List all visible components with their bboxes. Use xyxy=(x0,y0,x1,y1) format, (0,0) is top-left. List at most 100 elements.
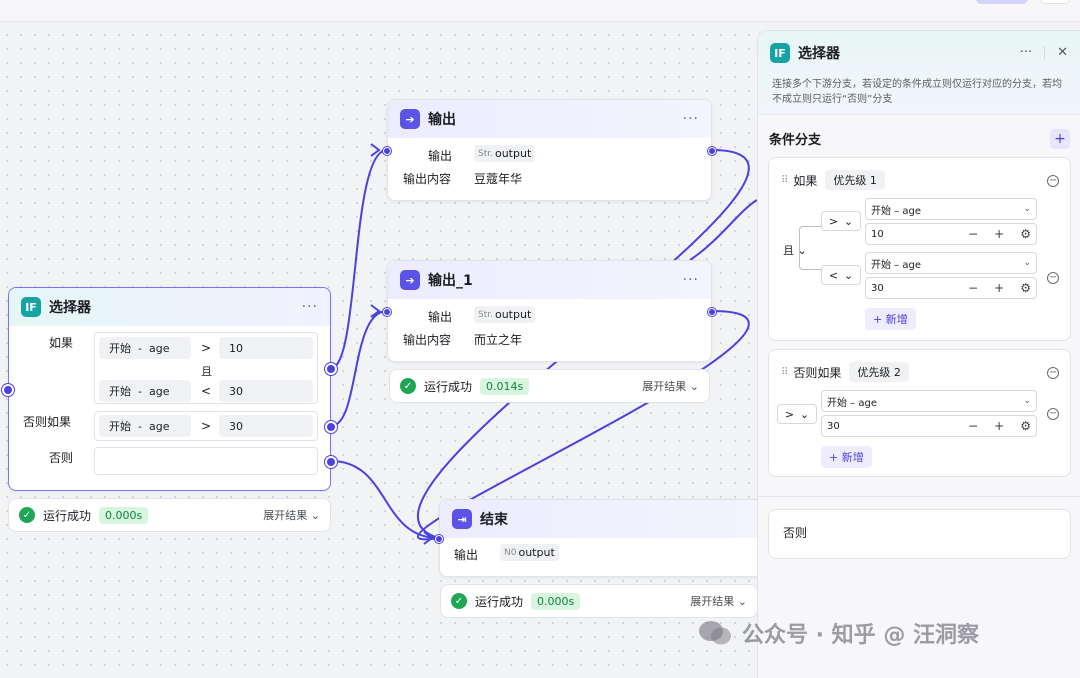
chevron-down-icon: ⌄ xyxy=(1023,204,1031,214)
chevron-down-icon: ⌄ xyxy=(310,509,320,522)
more-icon[interactable]: ··· xyxy=(682,111,699,127)
panel-title: 选择器 xyxy=(798,46,840,62)
output-node-icon: ➔ xyxy=(400,109,420,129)
end-status-bar: ✓ 运行成功 0.000s 展开结果 ⌄ xyxy=(440,584,758,618)
output-label: 输出 xyxy=(428,310,453,324)
operator-select[interactable]: >⌄ xyxy=(777,404,817,424)
divider xyxy=(758,496,1080,497)
output-var-tag: Str.output xyxy=(474,145,536,162)
condition-value: 30 xyxy=(219,380,313,402)
if-icon: IF xyxy=(770,43,790,63)
condition-bracket xyxy=(799,226,821,270)
else-output-handle[interactable] xyxy=(325,456,337,468)
node-title: 选择器 xyxy=(49,300,91,316)
decrement-icon: − xyxy=(968,281,979,295)
remove-condition-icon[interactable]: − xyxy=(1047,408,1059,420)
success-check-icon: ✓ xyxy=(451,593,467,609)
selector-node[interactable]: IF 选择器 ··· 如果 开始 - age > 10 且 开始 - age <… xyxy=(2,287,337,491)
value-stepper[interactable]: 30−+⚙ xyxy=(865,277,1037,299)
toolbar-primary-button[interactable] xyxy=(976,0,1028,4)
status-text: 运行成功 xyxy=(475,594,524,609)
expand-results-button[interactable]: 展开结果 ⌄ xyxy=(642,380,699,393)
output-var-tag: Str.output xyxy=(474,306,536,323)
branch-label: 否则如果 xyxy=(793,365,842,380)
panel-description: 连接多个下游分支，若设定的条件成立则仅运行对应的分支，若均不成立则只运行“否则”… xyxy=(772,79,1062,105)
add-branch-button[interactable]: + xyxy=(1050,129,1070,149)
condition-var: 开始 - age xyxy=(99,337,191,359)
input-handle[interactable] xyxy=(383,308,391,316)
success-check-icon: ✓ xyxy=(19,507,35,523)
condition-var: 开始 - age xyxy=(99,415,191,437)
output-content-value: 而立之年 xyxy=(474,333,523,347)
watermark: 公众号 · 知乎 @ 汪洞察 xyxy=(698,617,979,649)
wechat-icon xyxy=(699,621,731,645)
edge-output1-right xyxy=(689,199,758,261)
add-condition-button[interactable]: + 新增 xyxy=(865,308,916,330)
increment-icon: + xyxy=(994,281,1005,295)
operator-select[interactable]: <⌄ xyxy=(821,265,861,285)
chevron-down-icon: ⌄ xyxy=(737,595,747,608)
more-icon[interactable]: ··· xyxy=(1019,45,1033,60)
branch-card-else: 否则 xyxy=(768,509,1071,559)
chevron-down-icon: ⌄ xyxy=(843,268,854,282)
section-title: 条件分支 xyxy=(769,133,822,148)
if-icon: IF xyxy=(21,297,41,317)
edge-if-to-output xyxy=(330,149,388,369)
output-content-label: 输出内容 xyxy=(403,172,452,186)
remove-branch-icon[interactable]: − xyxy=(1047,175,1059,187)
drag-handle-icon[interactable]: ⠿ xyxy=(781,174,788,186)
edge-output1-to-end xyxy=(417,310,750,541)
output-node[interactable]: ➔ 输出 ··· 输出 Str.output 输出内容 豆蔻年华 xyxy=(383,99,716,201)
output1-node[interactable]: ➔ 输出_1 ··· 输出 Str.output 输出内容 而立之年 xyxy=(383,260,716,362)
and-selector[interactable]: 且 ⌄ xyxy=(783,244,807,257)
expand-results-button[interactable]: 展开结果 ⌄ xyxy=(263,509,320,522)
value-stepper[interactable]: 10−+⚙ xyxy=(865,223,1037,245)
gear-icon: ⚙ xyxy=(1020,419,1031,433)
if-label: 如果 xyxy=(49,336,74,350)
else-label: 否则 xyxy=(783,526,808,540)
success-check-icon: ✓ xyxy=(400,378,416,394)
output-node-icon: ➔ xyxy=(400,270,420,290)
elseif-output-handle[interactable] xyxy=(325,421,337,433)
increment-icon: + xyxy=(994,227,1005,241)
selector-status-bar: ✓ 运行成功 0.000s 展开结果 ⌄ xyxy=(8,498,331,532)
operator-select[interactable]: >⌄ xyxy=(821,211,861,231)
increment-icon: + xyxy=(994,419,1005,433)
chevron-down-icon: ⌄ xyxy=(799,407,810,421)
drag-handle-icon[interactable]: ⠿ xyxy=(781,366,788,378)
remove-condition-icon[interactable]: − xyxy=(1047,272,1059,284)
elseif-label: 否则如果 xyxy=(23,415,72,429)
remove-branch-icon[interactable]: − xyxy=(1047,367,1059,379)
end-output-label: 输出 xyxy=(454,548,479,562)
more-icon[interactable]: ··· xyxy=(682,272,699,288)
edge-elseif-to-output1 xyxy=(330,310,388,427)
input-handle[interactable] xyxy=(435,535,443,543)
close-icon[interactable]: ✕ xyxy=(1057,45,1068,60)
output-handle[interactable] xyxy=(708,308,716,316)
more-icon[interactable]: ··· xyxy=(301,299,318,315)
chevron-down-icon: ⌄ xyxy=(1023,396,1031,406)
value-stepper[interactable]: 30−+⚙ xyxy=(821,415,1037,437)
divider xyxy=(1044,45,1046,60)
gear-icon: ⚙ xyxy=(1020,227,1031,241)
variable-select[interactable]: 开始 – age⌄ xyxy=(821,390,1037,412)
input-handle[interactable] xyxy=(2,384,14,396)
edge-else-to-end xyxy=(330,460,440,539)
variable-select[interactable]: 开始 – age⌄ xyxy=(865,252,1037,274)
condition-op: > xyxy=(201,341,212,355)
end-node-icon: ⇥ xyxy=(452,509,472,529)
else-box xyxy=(94,447,318,475)
chevron-down-icon: ⌄ xyxy=(1023,258,1031,268)
input-handle[interactable] xyxy=(383,147,391,155)
output-handle[interactable] xyxy=(708,147,716,155)
branch-card-if: ⠿ 如果 优先级 1 − 且 ⌄ >⌄ 开始 – age⌄ 10−+⚙ − <⌄… xyxy=(768,157,1071,341)
condition-op: > xyxy=(201,419,212,433)
variable-select[interactable]: 开始 – age⌄ xyxy=(865,198,1037,220)
add-condition-button[interactable]: + 新增 xyxy=(821,446,872,468)
if-output-handle[interactable] xyxy=(325,363,337,375)
chevron-down-icon: ⌄ xyxy=(797,244,807,257)
and-label: 且 xyxy=(201,365,212,378)
expand-results-button[interactable]: 展开结果 ⌄ xyxy=(690,595,747,608)
